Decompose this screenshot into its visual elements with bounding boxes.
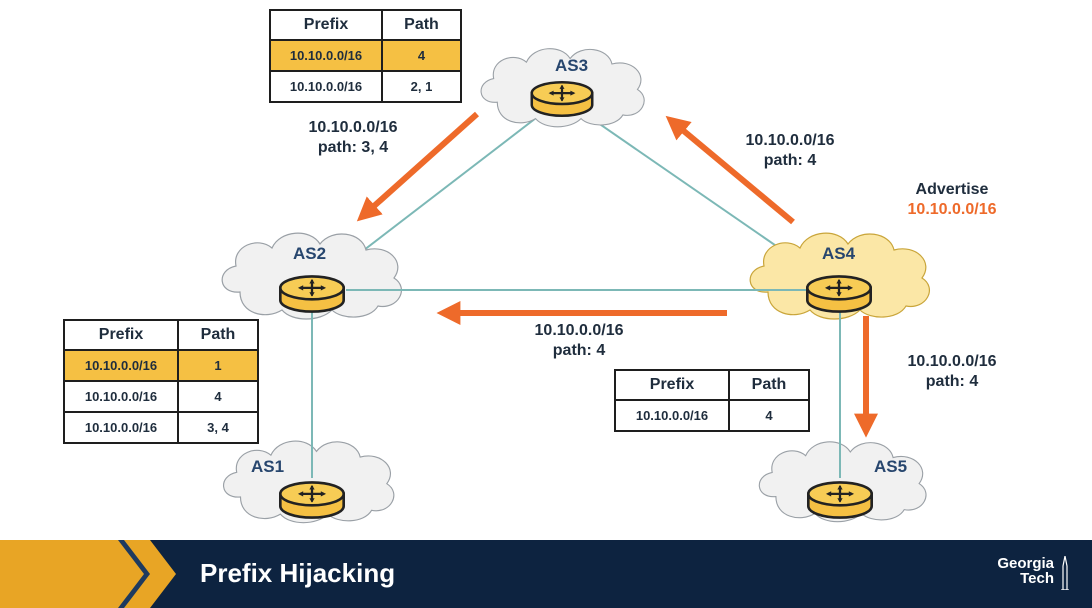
as1-label: AS1 (251, 457, 284, 476)
network-diagram: AS3 AS2 AS4 AS1 AS5 (221, 48, 931, 524)
path-header: Path (381, 9, 462, 41)
table-header-row: Prefix Path (63, 319, 259, 351)
advertise-prefix: 10.10.0.0/16 (907, 201, 997, 218)
logo-line-1: Georgia (997, 555, 1054, 572)
prefix-header: Prefix (269, 9, 383, 41)
annotation-prefix: 10.10.0.0/16 (308, 119, 398, 136)
table-header-row: Prefix Path (269, 9, 462, 41)
annotation-as4-to-as2: 10.10.0.0/16 path: 4 (524, 321, 634, 361)
annotation-prefix: 10.10.0.0/16 (907, 353, 997, 370)
tower-icon (1061, 556, 1069, 590)
annotation-as3-to-as2: 10.10.0.0/16 path: 3, 4 (298, 118, 408, 158)
annotation-path: path: 3, 4 (317, 139, 389, 156)
logo-line-2: Tech (1020, 570, 1054, 587)
as5-routing-table: Prefix Path 10.10.0.0/16 4 (614, 369, 810, 432)
as3-label: AS3 (555, 56, 588, 75)
as3-router-icon (530, 80, 594, 118)
table-row: 10.10.0.0/16 3, 4 (63, 411, 259, 444)
arrow-as4-to-as3 (665, 115, 795, 225)
prefix-cell: 10.10.0.0/16 (63, 411, 179, 444)
prefix-cell: 10.10.0.0/16 (63, 349, 179, 382)
annotation-path: path: 4 (763, 152, 817, 169)
table-header-row: Prefix Path (614, 369, 810, 401)
annotation-prefix: 10.10.0.0/16 (745, 132, 835, 149)
as3-routing-table: Prefix Path 10.10.0.0/16 4 10.10.0.0/16 … (269, 9, 462, 103)
path-header: Path (177, 319, 259, 351)
prefix-header: Prefix (614, 369, 730, 401)
prefix-header: Prefix (63, 319, 179, 351)
path-cell: 4 (177, 380, 259, 413)
prefix-cell: 10.10.0.0/16 (63, 380, 179, 413)
as5-label: AS5 (874, 457, 907, 476)
as1-router-icon (278, 481, 346, 519)
annotation-path: path: 4 (552, 342, 606, 359)
annotation-prefix: 10.10.0.0/16 (534, 322, 624, 339)
prefix-cell: 10.10.0.0/16 (269, 70, 383, 103)
links-overlay (311, 289, 841, 478)
arrow-as3-to-as2 (356, 111, 479, 222)
path-cell: 4 (381, 39, 462, 72)
annotation-as4-to-as5: 10.10.0.0/16 path: 4 (897, 352, 1007, 392)
annotation-path: path: 4 (925, 373, 979, 390)
advertise-annotation: Advertise 10.10.0.0/16 (897, 180, 1007, 220)
as2-routing-table: Prefix Path 10.10.0.0/16 1 10.10.0.0/16 … (63, 319, 259, 444)
chevron-icon (0, 540, 176, 608)
as2-router-icon (278, 275, 346, 313)
path-header: Path (728, 369, 810, 401)
as5-router-icon (806, 481, 874, 519)
path-cell: 3, 4 (177, 411, 259, 444)
prefix-cell: 10.10.0.0/16 (269, 39, 383, 72)
path-cell: 2, 1 (381, 70, 462, 103)
table-row: 10.10.0.0/16 1 (63, 349, 259, 382)
footer-bar: Prefix Hijacking Georgia Tech (0, 540, 1092, 608)
as4-router-icon (805, 275, 873, 313)
table-row: 10.10.0.0/16 2, 1 (269, 70, 462, 103)
prefix-cell: 10.10.0.0/16 (614, 399, 730, 432)
advertise-label: Advertise (915, 181, 989, 198)
path-cell: 4 (728, 399, 810, 432)
as2-label: AS2 (293, 244, 326, 263)
table-row: 10.10.0.0/16 4 (614, 399, 810, 432)
georgia-tech-logo: Georgia Tech (997, 556, 1054, 586)
slide-title: Prefix Hijacking (200, 558, 396, 588)
path-cell: 1 (177, 349, 259, 382)
table-row: 10.10.0.0/16 4 (63, 380, 259, 413)
annotation-as4-to-as3: 10.10.0.0/16 path: 4 (735, 131, 845, 171)
as4-label: AS4 (822, 244, 856, 263)
table-row: 10.10.0.0/16 4 (269, 39, 462, 72)
